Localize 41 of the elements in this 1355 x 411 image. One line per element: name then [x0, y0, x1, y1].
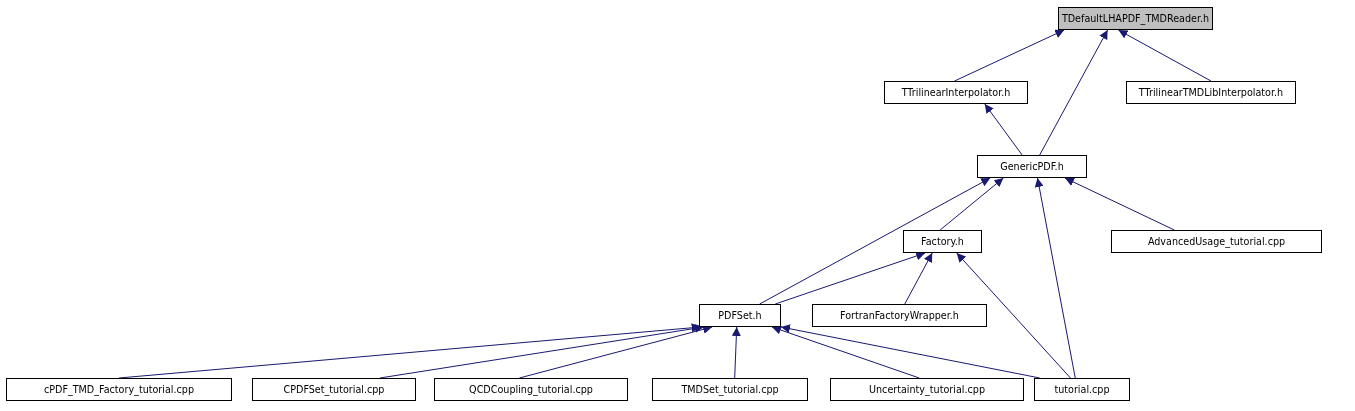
file-name: cPDF_TMD_Factory_tutorial.cpp: [43, 384, 195, 395]
file-name: TTrilinearInterpolator.h: [901, 87, 1011, 98]
file-name: AdvancedUsage_tutorial.cpp: [1147, 236, 1286, 247]
file-box: [884, 81, 1028, 104]
file-name: GenericPDF.h: [1000, 161, 1064, 172]
file-box: [6, 378, 232, 401]
file-name: PDFSet.h: [718, 310, 762, 321]
file-box: [812, 304, 987, 327]
file-name: CPDFSet_tutorial.cpp: [283, 384, 385, 395]
file-name: TTrilinearTMDLibInterpolator.h: [1138, 87, 1284, 98]
arrow: [984, 103, 1023, 156]
arrow: [1064, 177, 1175, 231]
arrow: [731, 326, 741, 379]
arrow: [954, 29, 1065, 82]
file-box: [977, 155, 1087, 178]
file-box: [434, 378, 628, 401]
file-box: [252, 378, 416, 401]
arrow: [939, 177, 1004, 231]
file-box: [903, 230, 982, 253]
file-name: Uncertainty_tutorial.cpp: [869, 384, 985, 395]
file-box: [1058, 7, 1213, 30]
file-name: tutorial.cpp: [1054, 384, 1110, 395]
file-name: Factory.h: [921, 236, 964, 247]
file-box: [699, 304, 781, 327]
arrow: [1117, 29, 1212, 82]
arrow: [771, 325, 920, 379]
file-box: [1034, 378, 1130, 401]
file-box: [830, 378, 1024, 401]
file-box: [652, 378, 808, 401]
file-name: QCDCoupling_tutorial.cpp: [469, 384, 593, 395]
arrow: [1034, 177, 1076, 379]
arrow: [1039, 29, 1109, 156]
arrow: [759, 177, 991, 305]
file-box: [1111, 230, 1322, 253]
arrow: [774, 251, 926, 305]
file-box: [1126, 81, 1296, 104]
file-name: TDefaultLHAPDF_TMDReader.h: [1061, 13, 1210, 24]
arrow: [904, 252, 933, 305]
file-name: FortranFactoryWrapper.h: [840, 310, 959, 321]
arrow: [956, 252, 1071, 379]
file-name: TMDSet_tutorial.cpp: [681, 384, 779, 395]
